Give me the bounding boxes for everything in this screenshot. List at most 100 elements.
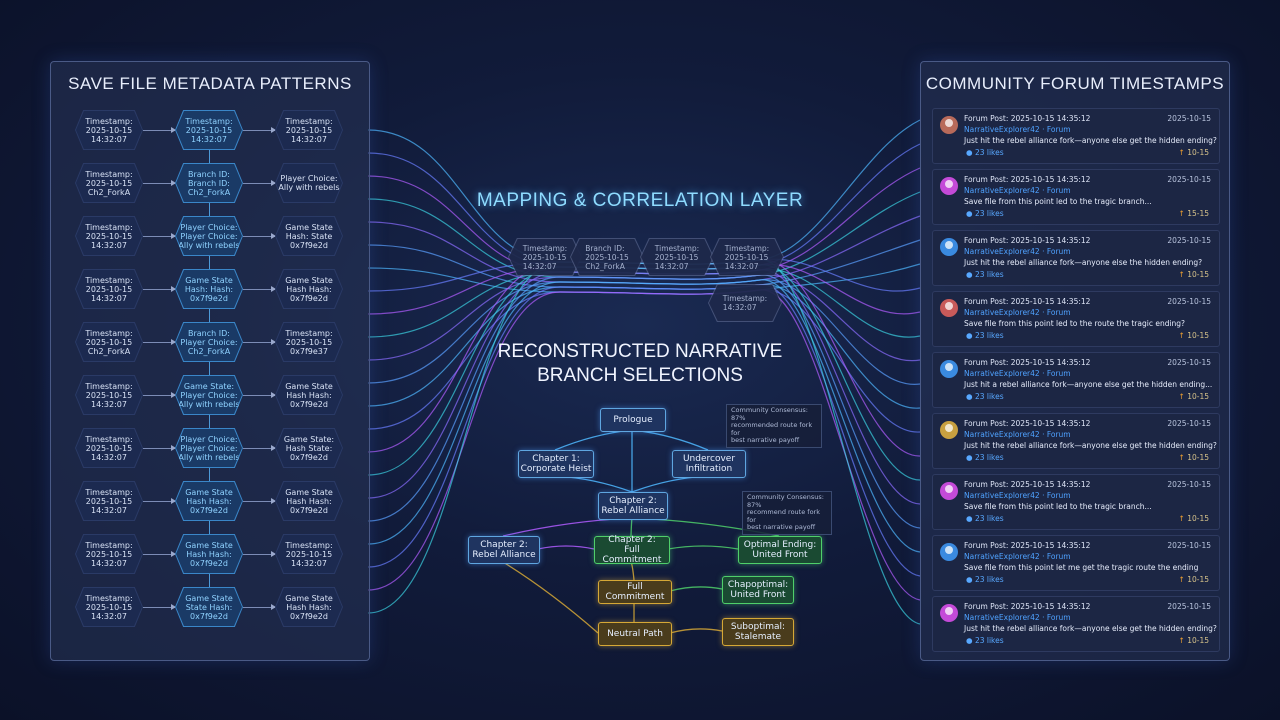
post-username[interactable]: NarrativeExplorer42 · Forum <box>964 186 1071 195</box>
node-prologue[interactable]: Prologue <box>600 408 666 432</box>
node-optimal-ending[interactable]: Optimal Ending: United Front <box>738 536 822 564</box>
upvote-icon: ↑ <box>1178 453 1185 462</box>
post-votes[interactable]: ↑ 10-15 <box>1179 392 1209 401</box>
post-likes[interactable]: ● 23 likes <box>966 331 1004 340</box>
metadata-hex-text: Branch ID: Branch ID: Ch2_ForkA <box>187 169 231 197</box>
metadata-hex[interactable]: Game State Hash Hash: 0x7f9e2d <box>275 481 343 521</box>
metadata-hex[interactable]: Player Choice: Ally with rebels <box>275 163 343 203</box>
post-likes[interactable]: ● 23 likes <box>966 392 1004 401</box>
correlation-flow-line <box>367 268 921 338</box>
metadata-hex[interactable]: Timestamp: 2025-10-15 14:32:07 <box>275 534 343 574</box>
metadata-hex[interactable]: Game State Hash Hash: 0x7f9e2d <box>275 587 343 627</box>
avatar[interactable] <box>940 360 958 378</box>
post-username[interactable]: NarrativeExplorer42 · Forum <box>964 430 1071 439</box>
post-votes[interactable]: ↑ 15-15 <box>1179 209 1209 218</box>
post-username[interactable]: NarrativeExplorer42 · Forum <box>964 308 1071 317</box>
metadata-hex[interactable]: Game State: Player Choice: Ally with reb… <box>175 375 243 415</box>
upvote-icon: ↑ <box>1178 331 1185 340</box>
avatar[interactable] <box>940 116 958 134</box>
post-body: Just hit the rebel alliance fork—anyone … <box>964 136 1217 145</box>
avatar[interactable] <box>940 299 958 317</box>
metadata-hex[interactable]: Timestamp: 2025-10-15 Ch2_ForkA <box>75 322 143 362</box>
avatar[interactable] <box>940 421 958 439</box>
metadata-hex[interactable]: Timestamp: 2025-10-15 14:32:07 <box>75 216 143 256</box>
avatar[interactable] <box>940 482 958 500</box>
metadata-hex[interactable]: Game State: Hash State: 0x7f9e2d <box>275 428 343 468</box>
node-undercover-infiltration[interactable]: Undercover Infiltration <box>672 450 746 478</box>
post-votes[interactable]: ↑ 10-15 <box>1179 514 1209 523</box>
post-votes[interactable]: ↑ 10-15 <box>1179 331 1209 340</box>
metadata-hex[interactable]: Player Choice: Player Choice: Ally with … <box>175 428 243 468</box>
metadata-hex-text: Timestamp: 2025-10-15 Ch2_ForkA <box>85 328 133 356</box>
post-header: Forum Post: 2025-10-15 14:35:12 <box>964 541 1091 550</box>
avatar[interactable] <box>940 604 958 622</box>
node-full-commitment[interactable]: Full Commitment <box>598 580 672 604</box>
post-username[interactable]: NarrativeExplorer42 · Forum <box>964 491 1071 500</box>
node-chapter2-rebel-alliance-left[interactable]: Chapter 2: Rebel Alliance <box>468 536 540 564</box>
post-votes[interactable]: ↑ 10-15 <box>1179 636 1209 645</box>
metadata-hex[interactable]: Timestamp: 2025-10-15 Ch2_ForkA <box>75 163 143 203</box>
post-votes[interactable]: ↑ 10-15 <box>1179 575 1209 584</box>
post-votes[interactable]: ↑ 10-15 <box>1179 148 1209 157</box>
metadata-hex[interactable]: Branch ID: Player Choice: Ch2_ForkA <box>175 322 243 362</box>
metadata-hex[interactable]: Timestamp: 2025-10-15 14:32:07 <box>175 110 243 150</box>
metadata-hex[interactable]: Timestamp: 2025-10-15 14:32:07 <box>75 375 143 415</box>
metadata-hex[interactable]: Timestamp: 2025-10-15 0x7f9e37 <box>275 322 343 362</box>
post-likes-count: 23 likes <box>974 331 1004 340</box>
post-username[interactable]: NarrativeExplorer42 · Forum <box>964 552 1071 561</box>
metadata-hex[interactable]: Game State Hash Hash: 0x7f9e2d <box>275 375 343 415</box>
post-likes[interactable]: ● 23 likes <box>966 270 1004 279</box>
metadata-hex[interactable]: Game State Hash: State 0x7f9e2d <box>275 216 343 256</box>
post-username[interactable]: NarrativeExplorer42 · Forum <box>964 613 1071 622</box>
post-likes[interactable]: ● 23 likes <box>966 148 1004 157</box>
metadata-hex[interactable]: Game State Hash Hash: 0x7f9e2d <box>175 481 243 521</box>
node-chapter1-corporate-heist[interactable]: Chapter 1: Corporate Heist <box>518 450 594 478</box>
post-likes[interactable]: ● 23 likes <box>966 514 1004 523</box>
metadata-hex[interactable]: Timestamp: 2025-10-15 14:32:07 <box>75 110 143 150</box>
post-likes[interactable]: ● 23 likes <box>966 209 1004 218</box>
node-chapter2-full-commitment[interactable]: Chapter 2: Full Commitment <box>594 535 670 565</box>
metadata-hex[interactable]: Timestamp: 2025-10-15 14:32:07 <box>75 587 143 627</box>
node-suboptimal-stalemate[interactable]: Suboptimal: Stalemate <box>722 618 794 646</box>
metadata-hex[interactable]: Timestamp: 2025-10-15 14:32:07 <box>75 481 143 521</box>
avatar[interactable] <box>940 177 958 195</box>
avatar[interactable] <box>940 238 958 256</box>
node-chapter2-rebel-alliance[interactable]: Chapter 2: Rebel Alliance <box>598 492 668 520</box>
mapping-hex: Timestamp: 2025-10-15 14:32:07 <box>640 238 714 276</box>
post-votes[interactable]: ↑ 10-15 <box>1179 453 1209 462</box>
node-neutral-path[interactable]: Neutral Path <box>598 622 672 646</box>
metadata-hex[interactable]: Timestamp: 2025-10-15 14:32:07 <box>275 110 343 150</box>
post-likes[interactable]: ● 23 likes <box>966 453 1004 462</box>
hex-link-arrow <box>243 339 276 345</box>
post-username[interactable]: NarrativeExplorer42 · Forum <box>964 369 1071 378</box>
metadata-hex[interactable]: Game State Hash Hash: 0x7f9e2d <box>275 269 343 309</box>
post-likes[interactable]: ● 23 likes <box>966 575 1004 584</box>
post-username[interactable]: NarrativeExplorer42 · Forum <box>964 125 1071 134</box>
metadata-hex[interactable]: Game State Hash Hash: 0x7f9e2d <box>175 534 243 574</box>
metadata-hex[interactable]: Timestamp: 2025-10-15 14:32:07 <box>75 428 143 468</box>
post-username[interactable]: NarrativeExplorer42 · Forum <box>964 247 1071 256</box>
metadata-hex[interactable]: Branch ID: Branch ID: Ch2_ForkA <box>175 163 243 203</box>
metadata-hex[interactable]: Timestamp: 2025-10-15 14:32:07 <box>75 269 143 309</box>
post-likes[interactable]: ● 23 likes <box>966 636 1004 645</box>
post-date: 2025-10-15 <box>1167 175 1211 184</box>
avatar[interactable] <box>940 543 958 561</box>
post-votes[interactable]: ↑ 10-15 <box>1179 270 1209 279</box>
metadata-hex[interactable]: Player Choice: Player Choice: Ally with … <box>175 216 243 256</box>
metadata-hex[interactable]: Game State State Hash: 0x7f9e2d <box>175 587 243 627</box>
metadata-hex[interactable]: Timestamp: 2025-10-15 14:32:07 <box>75 534 143 574</box>
metadata-hex[interactable]: Game State Hash: Hash: 0x7f9e2d <box>175 269 243 309</box>
node-chapoptimal[interactable]: Chapoptimal: United Front <box>722 576 794 604</box>
metadata-hex-text: Game State Hash Hash: 0x7f9e2d <box>185 540 233 568</box>
save-file-metadata-panel: SAVE FILE METADATA PATTERNS Timestamp: 2… <box>50 61 370 661</box>
post-likes-count: 23 likes <box>974 148 1004 157</box>
